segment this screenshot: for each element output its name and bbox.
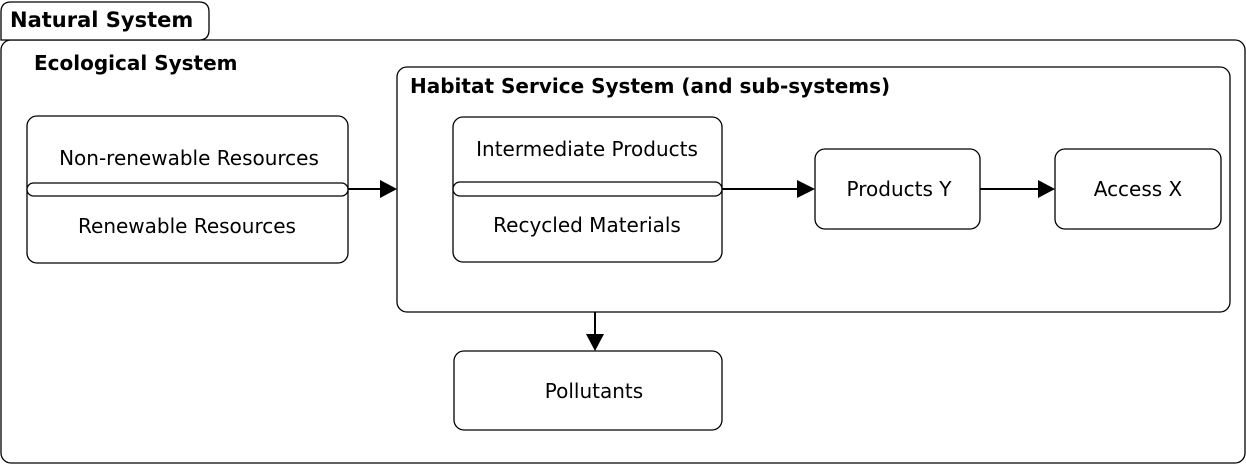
ecological-system-title: Ecological System — [34, 51, 238, 75]
pollutants-box — [453, 350, 723, 431]
natural-system-frame — [0, 39, 1246, 464]
arrowhead-products — [797, 180, 815, 198]
natural-system-tab — [0, 1, 210, 41]
renewable-resources-label: Renewable Resources — [78, 214, 296, 238]
non-renewable-resources-label: Non-renewable Resources — [59, 146, 319, 170]
intermediate-divider — [452, 181, 723, 197]
products-y-label: Products Y — [847, 177, 953, 201]
resources-divider — [26, 182, 349, 197]
arrowhead-access — [1038, 180, 1055, 198]
arrowhead-pollutants — [586, 334, 604, 351]
arrowhead-resources — [380, 180, 397, 198]
intermediate-products-label: Intermediate Products — [476, 137, 698, 161]
recycled-materials-label: Recycled Materials — [493, 213, 681, 237]
access-x-label: Access X — [1094, 177, 1183, 201]
pollutants-label: Pollutants — [545, 379, 643, 403]
access-x-box — [1054, 148, 1222, 230]
habitat-service-system-frame — [396, 66, 1231, 313]
habitat-service-system-title: Habitat Service System (and sub-systems) — [410, 74, 890, 98]
natural-system-title: Natural System — [10, 8, 193, 32]
